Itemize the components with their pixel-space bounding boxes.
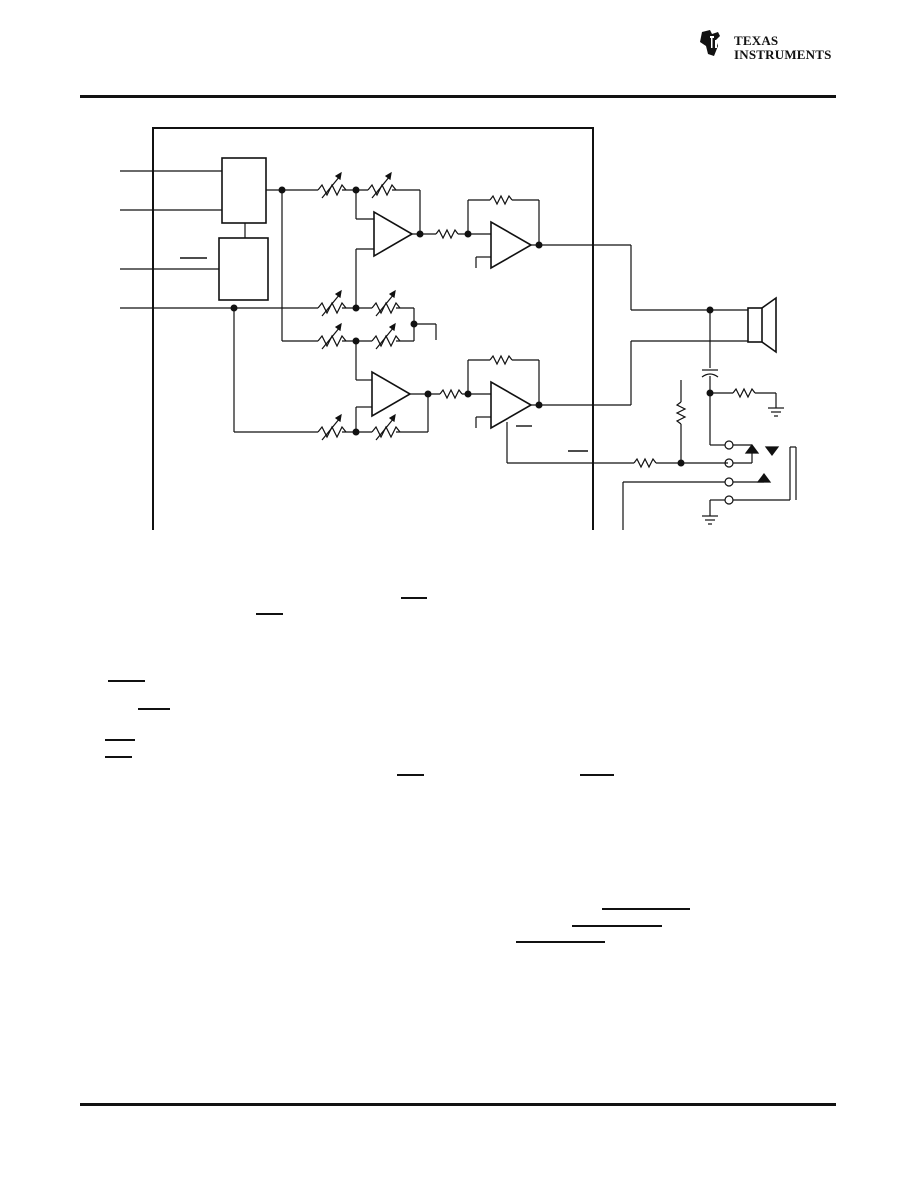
block-top [221, 157, 267, 224]
footer-rule [80, 1103, 836, 1106]
opamp-upper-1 [373, 210, 414, 258]
resistor-in-lower [439, 388, 463, 400]
overbar-mark [138, 708, 170, 710]
block-bottom [218, 237, 269, 301]
overbar-mark [401, 597, 427, 599]
resistor-fb-lower [489, 354, 513, 366]
junction-dots [230, 186, 714, 467]
amplifier-schematic [120, 127, 797, 530]
resistor-fb-upper [489, 194, 513, 206]
resistor-sense [633, 457, 657, 469]
overbar-mark [105, 739, 135, 741]
overbar-mark [572, 925, 662, 927]
var-arrow-1 [321, 175, 341, 199]
overbar-mark [105, 756, 132, 758]
opamp-upper-2 [490, 220, 533, 270]
brand-line-2: INSTRUMENTS [734, 47, 832, 62]
ti-state-logo-icon [700, 30, 720, 56]
overbar-mark [602, 908, 690, 910]
resistor-in-upper [435, 228, 459, 240]
overbar-mark [580, 774, 614, 776]
ti-logo: TEXAS INSTRUMENTS [696, 26, 846, 66]
overbar-mark [256, 613, 283, 615]
resistor-pullup [675, 401, 687, 425]
header-rule [80, 95, 836, 98]
overbar-mark [397, 774, 424, 776]
overbar-mark [108, 680, 145, 682]
brand-line-1: TEXAS [734, 33, 779, 48]
opamp-lower-1 [371, 370, 412, 418]
ic-boundary [152, 127, 594, 530]
overbar-mark [516, 941, 605, 943]
speaker-icon [747, 296, 777, 354]
headphone-jack-icon [710, 440, 797, 505]
brand-wordmark: TEXAS INSTRUMENTS [734, 34, 832, 62]
opamp-lower-2 [490, 380, 533, 430]
resistor-ground [732, 387, 756, 399]
